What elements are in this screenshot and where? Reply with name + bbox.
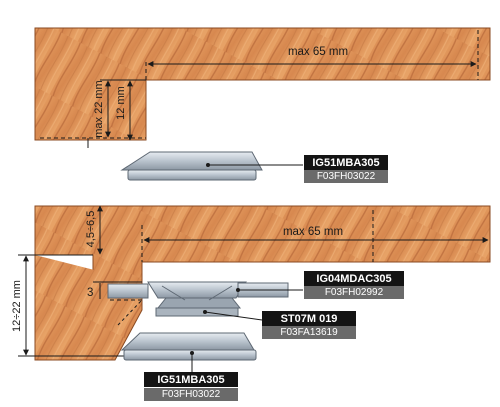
spacer-code-label: ST07M 019: [262, 311, 356, 326]
bottom-range-dim-label: 12÷22 mm: [11, 280, 23, 332]
top-guides: [40, 30, 479, 148]
adapter-code-label: IG04MDAC305: [304, 271, 404, 286]
bottom-guides: [18, 210, 374, 357]
spacer-sub-label: F03FA13619: [262, 326, 356, 339]
bottom-spacer-leader: [204, 311, 263, 321]
bottom-adapter-assembly: [107, 281, 289, 309]
bottom-tool-insert: [120, 332, 257, 361]
bottom-gap-dim-label: 3: [87, 287, 93, 299]
adapter-sub-label: F03FH02992: [304, 286, 404, 299]
top-tool-insert: [120, 151, 263, 181]
top-tool-code-label: IG51MBA305: [304, 155, 388, 170]
top-depth-outer-label: max 22 mm: [93, 80, 105, 137]
bottom-offset-dim-label: 4,5÷6,5: [85, 211, 97, 248]
bottom-tool-sub-label: F03FH03022: [144, 388, 238, 401]
top-width-dim-label: max 65 mm: [288, 46, 348, 58]
top-depth-inner-label: 12 mm: [115, 86, 127, 120]
bottom-tool-code-label: IG51MBA305: [144, 372, 238, 387]
bottom-workpiece: [34, 205, 491, 361]
top-tool-sub-label: F03FH03022: [304, 170, 388, 183]
bottom-width-dim-label: max 65 mm: [283, 226, 343, 238]
